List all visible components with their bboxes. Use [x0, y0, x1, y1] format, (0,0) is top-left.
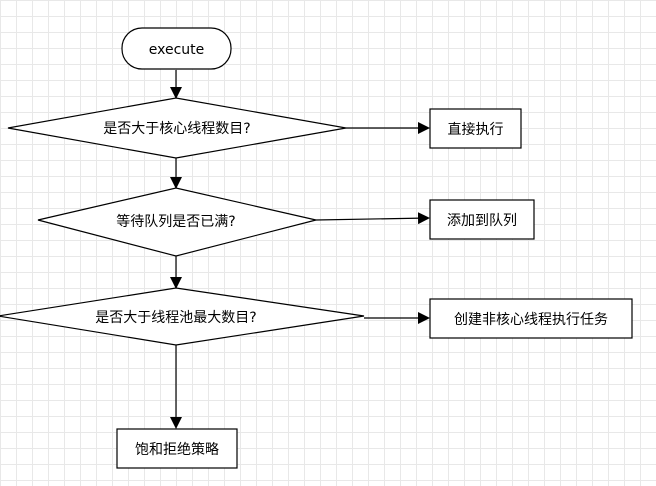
decision-core-threads: 是否大于核心线程数目?	[7, 97, 347, 159]
action-create-non-core-thread: 创建非核心线程执行任务	[429, 298, 633, 339]
edge-decision-2-to-add-to-queue	[315, 212, 430, 225]
start-node: execute	[121, 27, 232, 70]
action-direct-execute-label: 直接执行	[448, 121, 504, 138]
action-add-to-queue-label: 添加到队列	[447, 213, 517, 229]
decision-max-pool-size-label: 是否大于线程池最大数目?	[95, 310, 256, 326]
decision-max-pool-size: 是否大于线程池最大数目?	[0, 287, 365, 346]
decision-queue-full-label: 等待队列是否已满?	[116, 213, 235, 230]
action-direct-execute: 直接执行	[429, 108, 522, 149]
decision-queue-full: 等待队列是否已满?	[37, 187, 317, 257]
decision-core-threads-label: 是否大于核心线程数目?	[103, 121, 250, 137]
action-reject-policy: 饱和拒绝策略	[116, 428, 238, 469]
action-create-non-core-thread-label: 创建非核心线程执行任务	[454, 312, 608, 328]
action-add-to-queue: 添加到队列	[429, 199, 535, 240]
start-label: execute	[149, 42, 205, 58]
action-reject-policy-label: 饱和拒绝策略	[135, 441, 219, 458]
